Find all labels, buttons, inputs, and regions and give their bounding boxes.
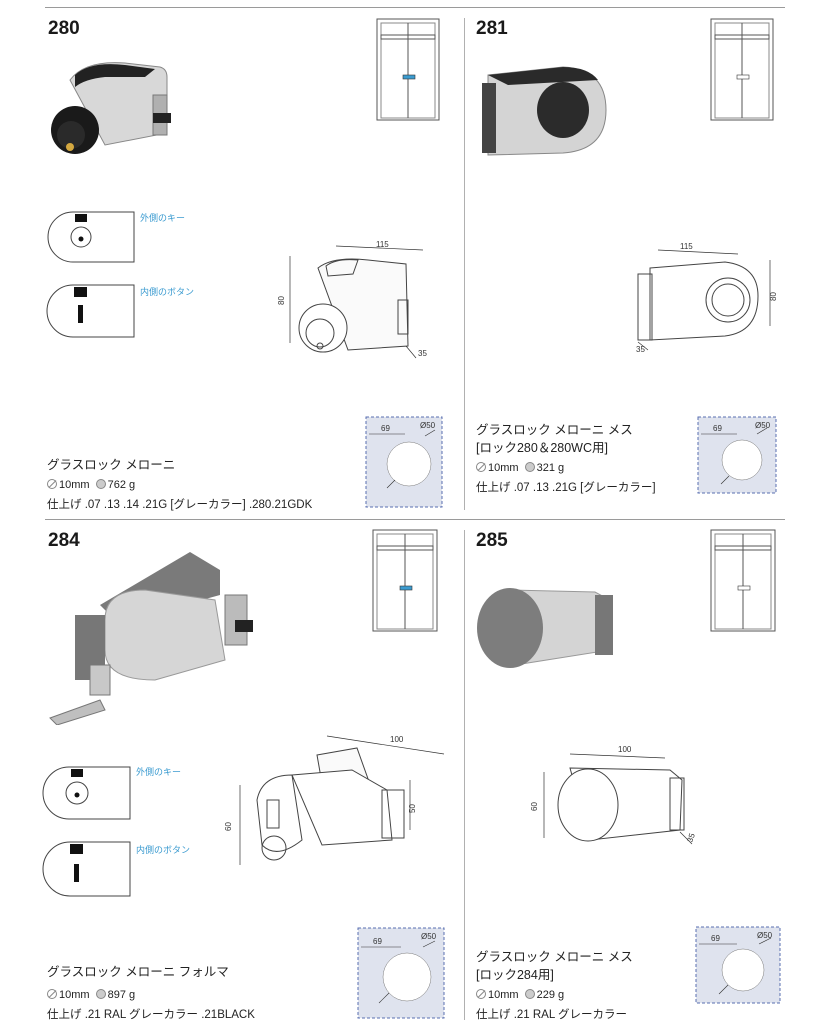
drilling-template: 69 Ø50 bbox=[357, 927, 445, 1019]
product-photo bbox=[478, 55, 613, 165]
dim-width: 115 bbox=[680, 242, 693, 251]
product-name: グラスロック メローニ メス bbox=[476, 423, 633, 437]
product-photo bbox=[45, 550, 260, 725]
glass-thickness-icon bbox=[476, 462, 486, 472]
product-name: グラスロック メローニ bbox=[47, 458, 176, 472]
product-photo bbox=[470, 570, 630, 680]
inner-button-label: 内側のボタン bbox=[136, 845, 191, 855]
product-name: グラスロック メローニ メス bbox=[476, 950, 633, 964]
finish-line: 仕上げ .21 RAL グレーカラー .21BLACK bbox=[47, 1009, 255, 1021]
dim-width: 100 bbox=[618, 745, 632, 754]
spec-line: 10mm 762 g bbox=[47, 479, 135, 491]
dim-height: 60 bbox=[530, 802, 539, 811]
dimension-drawing: 115 80 35 bbox=[630, 238, 785, 356]
finish-line: 仕上げ .07 .13 .21G [グレーカラー] bbox=[476, 482, 656, 494]
finish-line: 仕上げ .21 RAL グレーカラー bbox=[476, 1009, 628, 1021]
weight-icon bbox=[95, 989, 106, 999]
tpl-width: 69 bbox=[711, 934, 720, 943]
weight-value: 321 g bbox=[536, 462, 565, 474]
tpl-hole: Ø50 bbox=[421, 932, 437, 941]
door-elevation bbox=[369, 528, 441, 633]
inner-button-symbol bbox=[42, 840, 132, 898]
dim-depth: 35 bbox=[636, 345, 645, 354]
product-code: 280 bbox=[48, 18, 80, 39]
dim-height: 60 bbox=[224, 822, 233, 831]
drilling-template: 69 Ø50 bbox=[365, 416, 443, 508]
dim-height: 80 bbox=[769, 292, 778, 301]
inner-button-label: 内側のボタン bbox=[140, 287, 195, 297]
weight-icon bbox=[524, 462, 535, 472]
glass-thickness-icon bbox=[476, 989, 486, 999]
glass-thickness: 10mm bbox=[488, 989, 519, 1001]
product-photo bbox=[45, 55, 185, 165]
dim-height: 80 bbox=[278, 296, 286, 305]
column-divider-bottom bbox=[464, 530, 465, 1020]
product-code: 284 bbox=[48, 530, 80, 551]
weight-value: 762 g bbox=[107, 479, 136, 491]
inner-button-symbol bbox=[46, 283, 136, 339]
door-elevation bbox=[373, 17, 443, 122]
glass-thickness: 10mm bbox=[59, 479, 90, 491]
tpl-hole: Ø50 bbox=[757, 931, 773, 940]
dimension-drawing: 115 80 35 bbox=[278, 238, 438, 366]
middle-rule bbox=[45, 519, 785, 520]
spec-line: 10mm 897 g bbox=[47, 989, 135, 1001]
door-elevation bbox=[707, 17, 777, 122]
dim-width: 100 bbox=[390, 735, 404, 744]
tpl-width: 69 bbox=[373, 937, 382, 946]
top-rule bbox=[45, 7, 785, 8]
outer-key-label: 外側のキー bbox=[140, 213, 186, 223]
weight-icon bbox=[524, 989, 535, 999]
door-elevation bbox=[707, 528, 779, 633]
dimension-drawing: 100 60 50 bbox=[222, 730, 452, 880]
tpl-width: 69 bbox=[713, 424, 722, 433]
product-subtitle: [ロック284用] bbox=[476, 968, 554, 982]
glass-thickness: 10mm bbox=[488, 462, 519, 474]
product-subtitle: [ロック280＆280WC用] bbox=[476, 441, 608, 455]
tpl-width: 69 bbox=[381, 424, 390, 433]
outer-key-label: 外側のキー bbox=[136, 767, 182, 777]
outer-key-symbol bbox=[46, 210, 136, 264]
tpl-hole: Ø50 bbox=[755, 421, 771, 430]
spec-line: 10mm 229 g bbox=[476, 989, 564, 1001]
dim-depth: 35 bbox=[685, 832, 697, 844]
spec-line: 10mm 321 g bbox=[476, 462, 564, 474]
weight-value: 897 g bbox=[107, 989, 136, 1001]
weight-value: 229 g bbox=[536, 989, 565, 1001]
product-code: 281 bbox=[476, 18, 508, 39]
column-divider-top bbox=[464, 18, 465, 510]
finish-line: 仕上げ .07 .13 .14 .21G [グレーカラー] .280.21GDK bbox=[47, 499, 313, 511]
glass-thickness-icon bbox=[47, 989, 57, 999]
tpl-hole: Ø50 bbox=[420, 421, 436, 430]
drilling-template: 69 Ø50 bbox=[697, 416, 777, 494]
product-name: グラスロック メローニ フォルマ bbox=[47, 965, 229, 979]
glass-thickness: 10mm bbox=[59, 989, 90, 1001]
drilling-template: 69 Ø50 bbox=[695, 926, 781, 1004]
dimension-drawing: 100 60 35 bbox=[530, 740, 710, 850]
dim-depth: 35 bbox=[418, 349, 427, 358]
weight-icon bbox=[95, 479, 106, 489]
product-code: 285 bbox=[476, 530, 508, 551]
dim-height-2: 50 bbox=[408, 804, 417, 813]
glass-thickness-icon bbox=[47, 479, 57, 489]
outer-key-symbol bbox=[42, 765, 132, 821]
dim-width: 115 bbox=[376, 240, 389, 249]
